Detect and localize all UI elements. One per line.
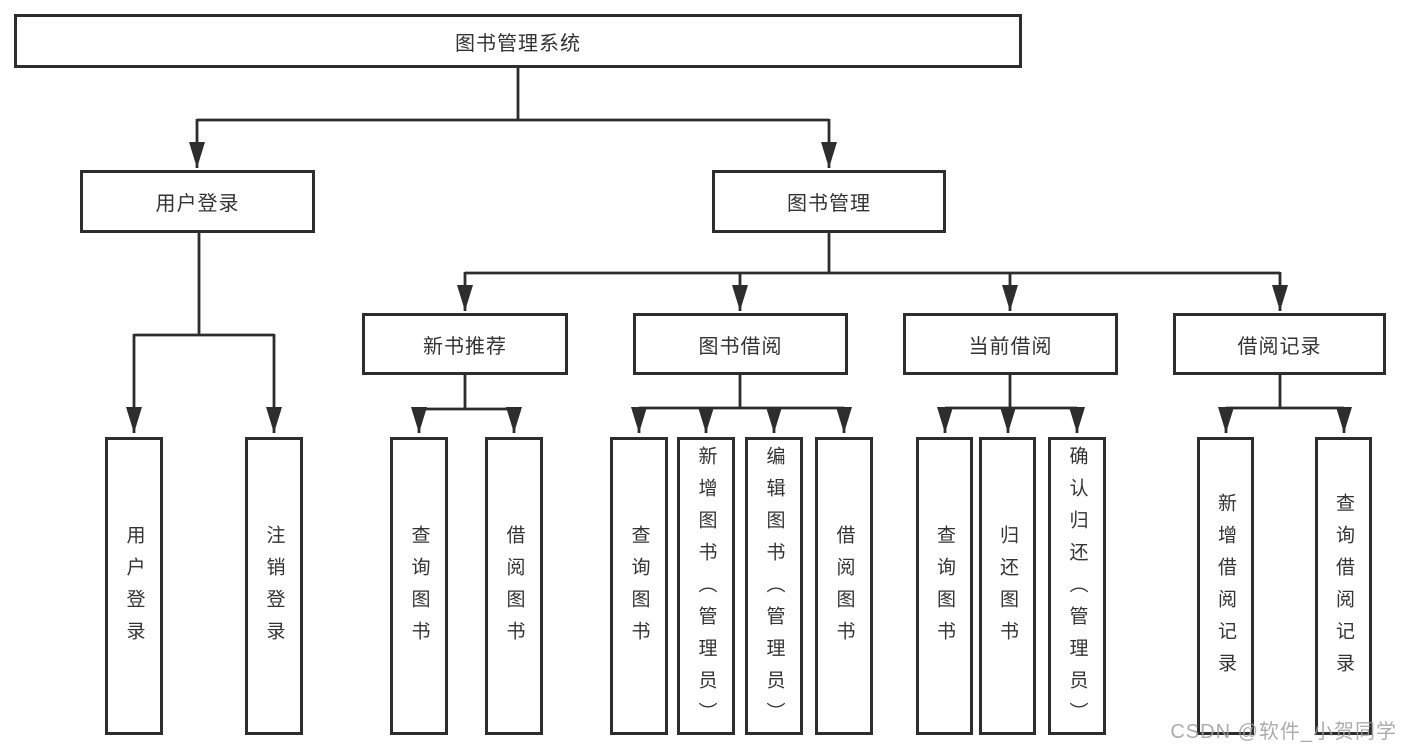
node-book-management: 图书管理 xyxy=(712,170,946,233)
leaf-add-books-admin: 新增图书（管理员） xyxy=(677,437,735,735)
leaf-recommend-borrow-books: 借阅图书 xyxy=(485,437,543,735)
leaf-return-books: 归还图书 xyxy=(979,437,1036,735)
node-book-borrowing: 图书借阅 xyxy=(633,313,848,375)
csdn-watermark: CSDN @软件_小贺同学 xyxy=(1170,721,1397,743)
node-new-book-recommend: 新书推荐 xyxy=(362,313,568,375)
node-root-library-management-system: 图书管理系统 xyxy=(14,14,1022,68)
leaf-user-login: 用户登录 xyxy=(105,437,163,735)
node-current-borrowing: 当前借阅 xyxy=(903,313,1118,375)
leaf-borrowing-query-books: 查询图书 xyxy=(610,437,668,735)
leaf-logout: 注销登录 xyxy=(245,437,303,735)
leaf-confirm-return-admin: 确认归还（管理员） xyxy=(1048,437,1106,735)
connector-lines xyxy=(126,68,1352,433)
leaf-recommend-query-books: 查询图书 xyxy=(390,437,448,735)
leaf-add-borrow-record: 新增借阅记录 xyxy=(1197,437,1254,735)
leaf-borrowing-borrow-books: 借阅图书 xyxy=(815,437,873,735)
node-user-login: 用户登录 xyxy=(80,170,315,233)
leaf-current-query-books: 查询图书 xyxy=(916,437,973,735)
leaf-query-borrow-record: 查询借阅记录 xyxy=(1315,437,1372,735)
node-borrowing-records: 借阅记录 xyxy=(1173,313,1386,375)
leaf-edit-books-admin: 编辑图书（管理员） xyxy=(745,437,803,735)
